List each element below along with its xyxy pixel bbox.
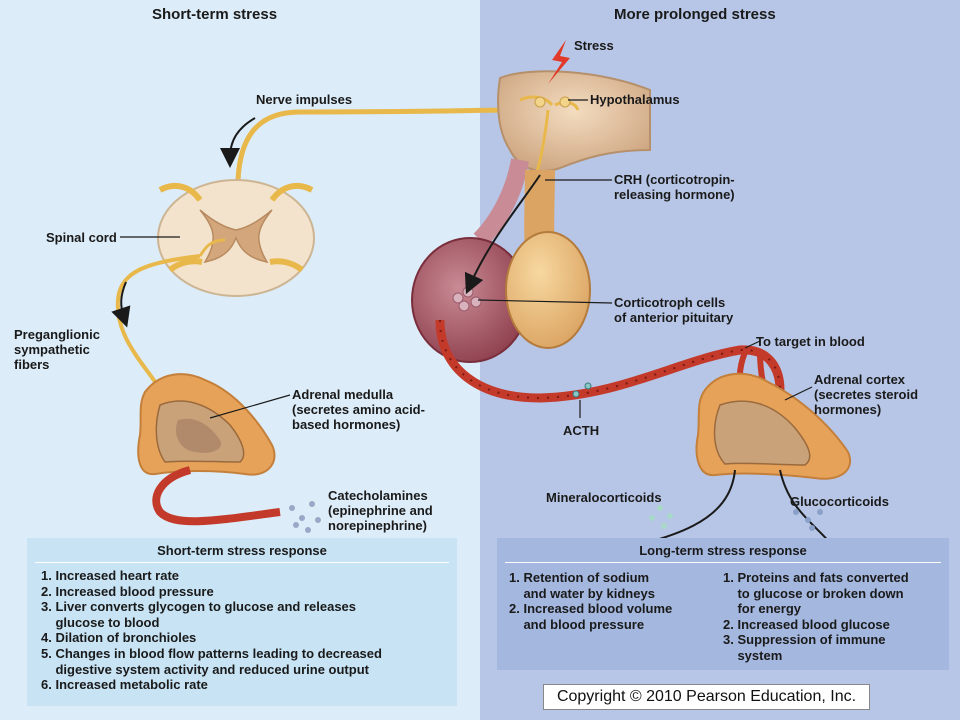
preganglionic-fiber [115, 254, 201, 391]
short-term-response-title: Short-term stress response [157, 543, 327, 558]
stress-label: Stress [574, 38, 614, 53]
list-item: 4. Dilation of bronchioles [41, 630, 197, 646]
divider [35, 562, 449, 563]
list-item: 1. Proteins and fats converted [723, 570, 909, 585]
glucocorticoid-particles [793, 509, 823, 531]
list-item: system [723, 647, 783, 663]
list-item: 1. Retention of sodium [509, 570, 650, 585]
mineralocorticoids-label: Mineralocorticoids [546, 490, 662, 505]
nerve-impulses-label: Nerve impulses [256, 92, 353, 107]
nerve-impulse-path [233, 107, 521, 266]
hypothalamus-illustration [497, 70, 651, 191]
list-item: and water by kidneys [509, 585, 655, 601]
spinal-cord-label: Spinal cord [46, 230, 117, 245]
list-item: for energy [723, 601, 802, 617]
list-item: and blood pressure [509, 616, 645, 632]
glucocorticoid-effects-list: 1. Proteins and fats converted to glucos… [723, 570, 909, 664]
list-item: 2. Increased blood volume [509, 601, 673, 617]
acth-label: ACTH [563, 423, 600, 438]
short-term-response-list: 1. Increased heart rate 2. Increased blo… [41, 568, 382, 693]
crh-label: CRH (corticotropin-releasing hormone) [614, 172, 735, 202]
left-adrenal-gland [137, 373, 276, 476]
list-item: 2. Increased blood pressure [41, 583, 214, 599]
left-blood-vessel [152, 466, 281, 526]
list-item: to glucose or broken down [723, 585, 904, 601]
glucocorticoids-label: Glucocorticoids [790, 494, 889, 509]
prolonged-stress-title: More prolonged stress [614, 6, 776, 23]
list-item: 3. Liver converts glycogen to glucose an… [41, 599, 357, 615]
preganglionic-arrow [111, 281, 131, 328]
list-item: 6. Increased metabolic rate [41, 677, 208, 693]
right-adrenal-gland [695, 372, 851, 480]
list-item: glucose to blood [41, 614, 160, 630]
hypothalamus-label: Hypothalamus [590, 92, 680, 107]
stress-bolt-icon [548, 40, 570, 84]
copyright-notice: Copyright © 2010 Pearson Education, Inc. [543, 684, 870, 710]
long-term-response-box: Long-term stress response 1. Retention o… [497, 538, 949, 670]
long-term-response-title: Long-term stress response [639, 543, 807, 558]
to-target-label: To target in blood [756, 334, 865, 349]
adrenal-medulla-label: Adrenal medulla(secretes amino acid-base… [292, 387, 425, 432]
list-item: 3. Suppression of immune [723, 632, 886, 648]
spinal-cord-illustration [157, 179, 315, 297]
list-item: 1. Increased heart rate [41, 568, 180, 583]
acth-particles [572, 382, 592, 398]
list-item: digestive system activity and reduced ur… [41, 661, 369, 677]
divider [505, 562, 941, 563]
mineralocorticoid-effects-list: 1. Retention of sodium and water by kidn… [509, 570, 672, 632]
nerve-impulse-arrow [220, 117, 256, 168]
short-term-response-box: Short-term stress response 1. Increased … [27, 538, 457, 706]
list-item: 5. Changes in blood flow patterns leadin… [41, 645, 382, 661]
crh-arrow [464, 174, 541, 295]
mineralocorticoid-particles [649, 505, 673, 529]
list-item: 2. Increased blood glucose [723, 616, 890, 632]
catecholamine-particles [289, 501, 321, 533]
short-term-title: Short-term stress [152, 6, 278, 23]
